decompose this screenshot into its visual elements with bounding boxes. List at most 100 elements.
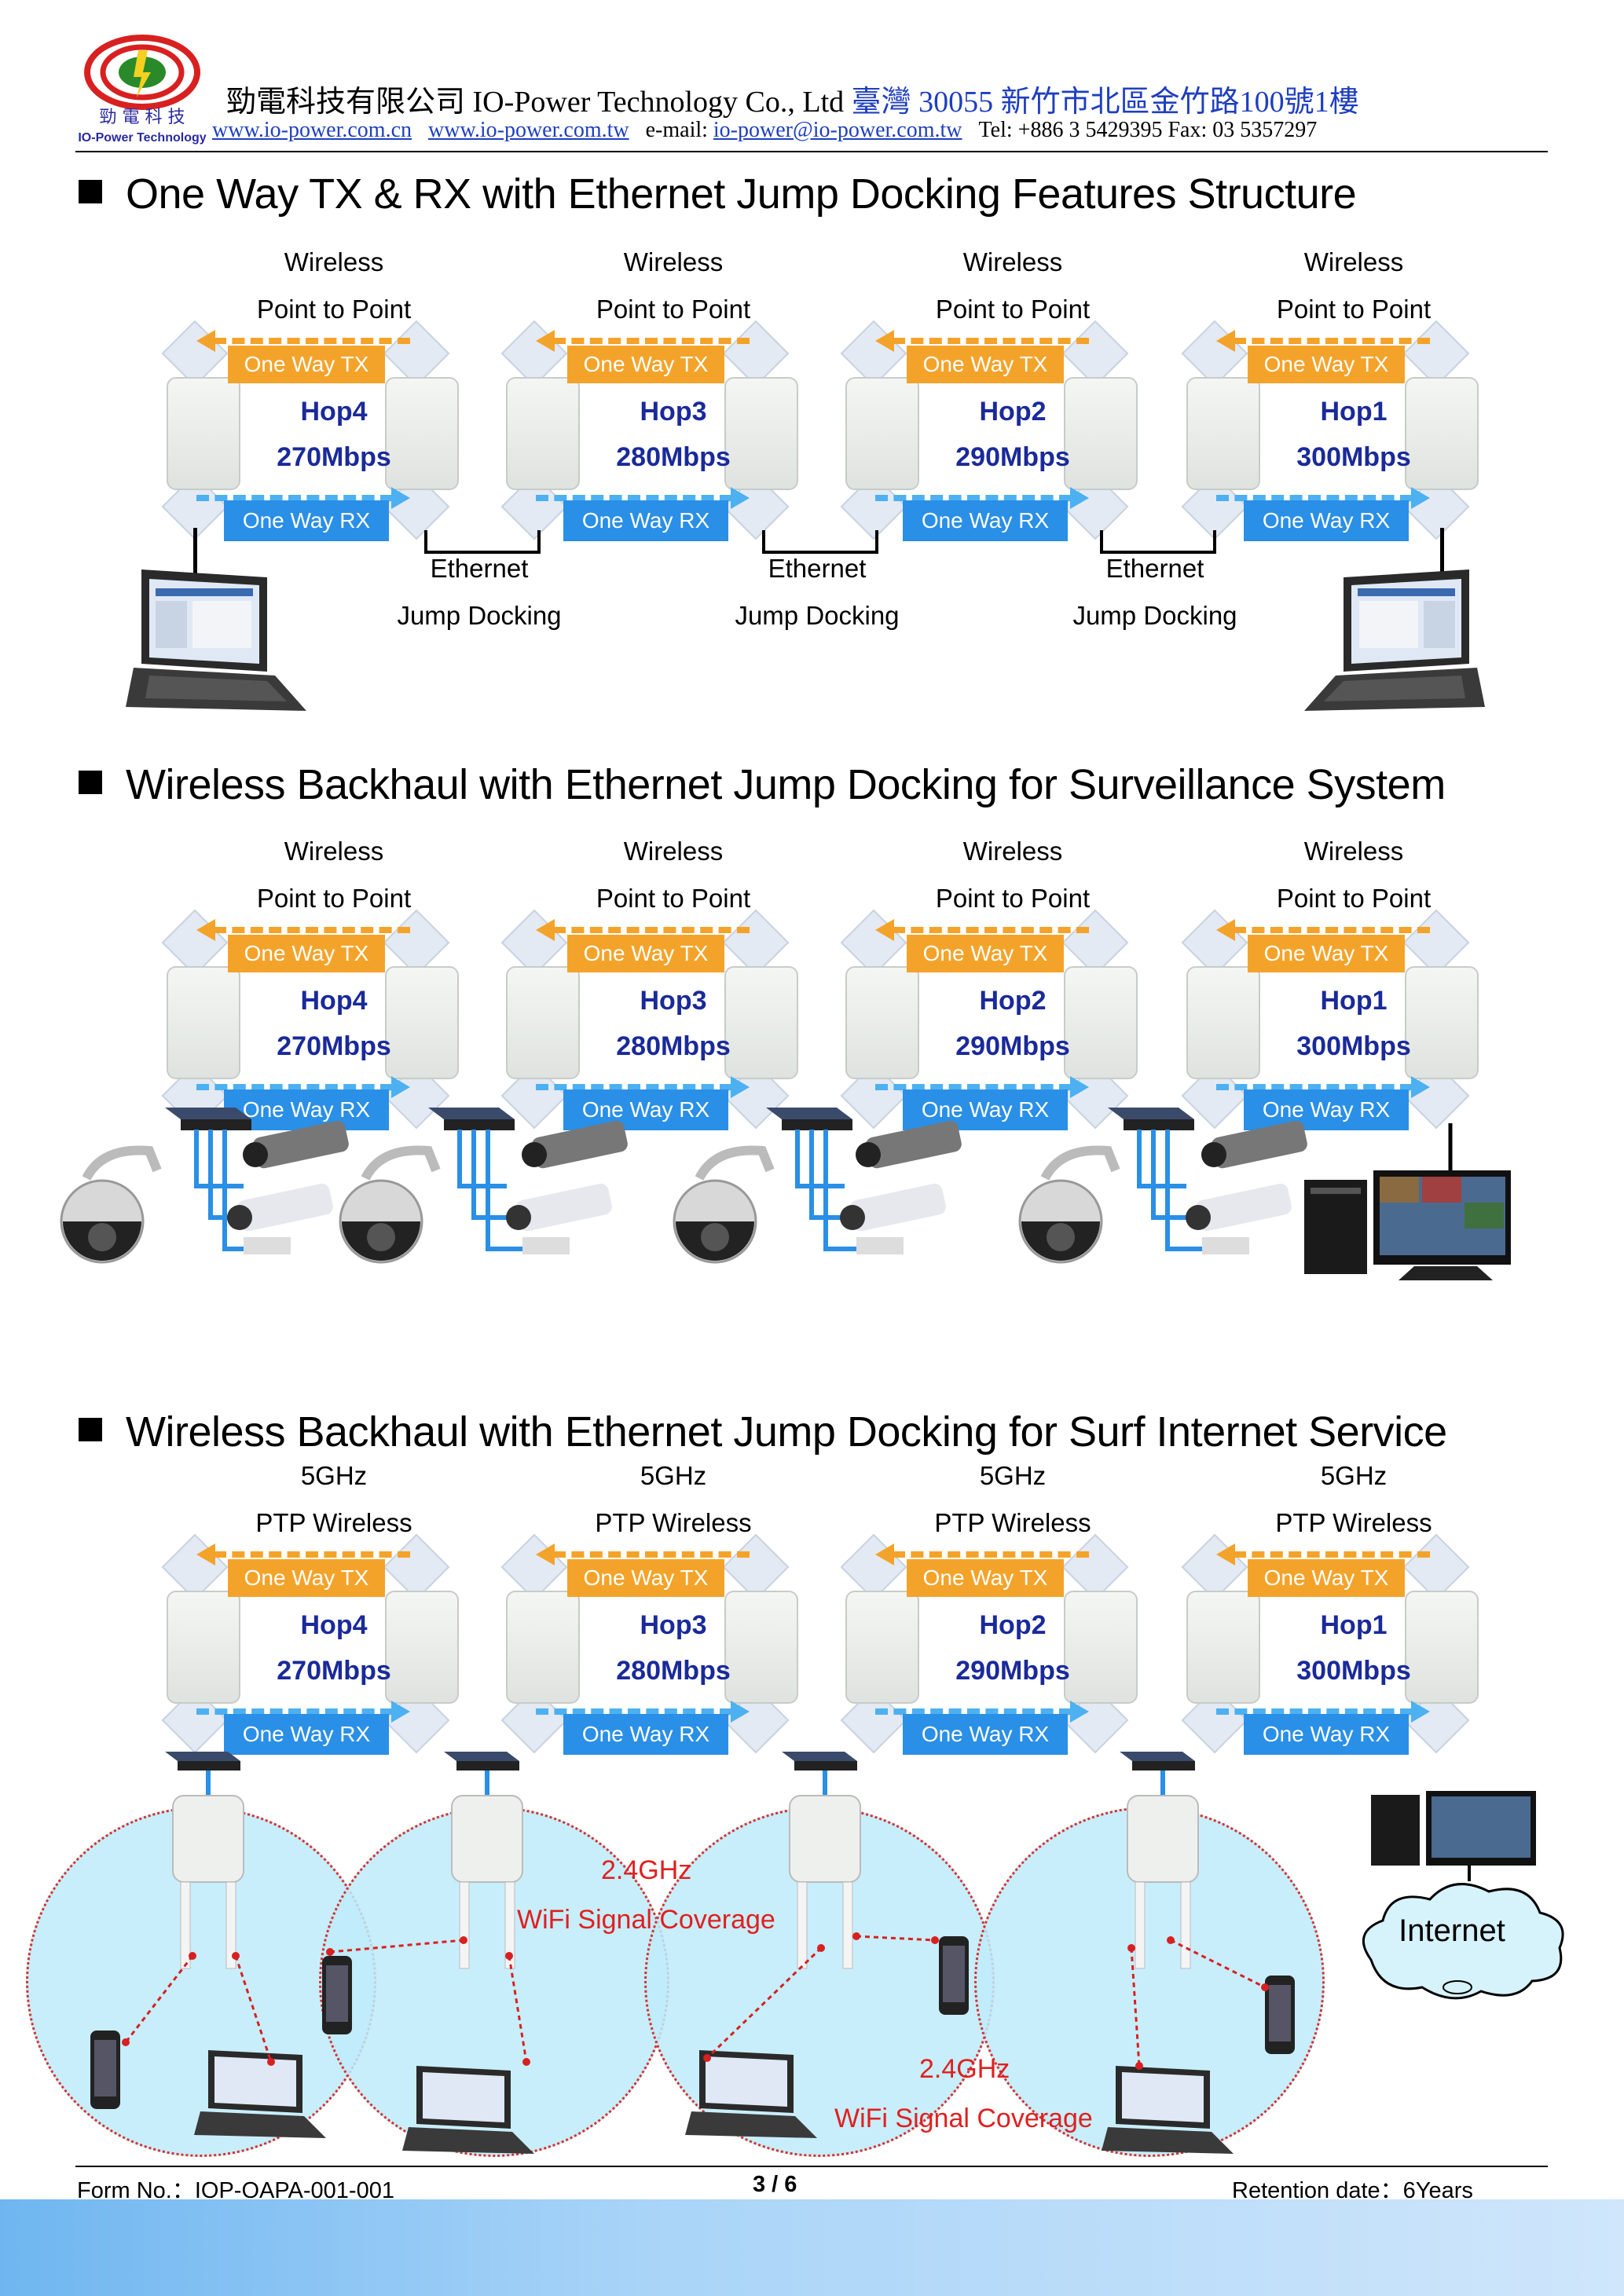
hop-rate: 270Mbps bbox=[277, 1031, 391, 1061]
smartphone-icon bbox=[90, 2031, 120, 2109]
hop-name: Hop3 bbox=[640, 986, 707, 1016]
wifi-frequency-label: 2.4GHz bbox=[601, 1855, 692, 1885]
hop-rate: 280Mbps bbox=[616, 1656, 731, 1686]
tx-arrow-icon bbox=[1216, 330, 1430, 352]
dome-camera-icon bbox=[1018, 1145, 1120, 1264]
outdoor-ap-icon bbox=[1127, 1795, 1199, 1969]
laptop-icon bbox=[1304, 569, 1485, 711]
hop-name: Hop4 bbox=[300, 397, 368, 427]
bullet-square-icon bbox=[79, 180, 102, 203]
ethernet-label: Ethernet bbox=[430, 554, 529, 583]
one-way-tx-label: One Way TX bbox=[567, 346, 724, 383]
tx-arrow-icon bbox=[875, 919, 1089, 941]
access-point-icon bbox=[1064, 377, 1138, 490]
tx-arrow-icon bbox=[536, 919, 750, 941]
company-line: 勁電科技有限公司 IO-Power Technology Co., Ltd 臺灣… bbox=[226, 77, 1359, 120]
bullet-camera-icon bbox=[840, 1183, 946, 1254]
tx-arrow-icon bbox=[875, 330, 1089, 352]
dome-camera-icon bbox=[673, 1145, 775, 1264]
outdoor-ap-icon bbox=[172, 1795, 244, 1969]
bullet-camera-icon bbox=[243, 1120, 349, 1169]
hop-label-line1: Wireless bbox=[1303, 837, 1404, 866]
hop-label-line2: PTP Wireless bbox=[934, 1508, 1091, 1537]
hop-name: Hop1 bbox=[1320, 397, 1388, 427]
bullet-camera-icon bbox=[506, 1183, 612, 1254]
hop-label-line1: 5GHz bbox=[640, 1461, 707, 1490]
hop-label-line2: PTP Wireless bbox=[255, 1508, 412, 1537]
one-way-tx-label: One Way TX bbox=[907, 346, 1064, 383]
one-way-rx-label: One Way RX bbox=[1244, 1714, 1409, 1755]
hop-label-line1: Wireless bbox=[623, 247, 724, 276]
company-logo: 勁 電 科 技 IO-Power Technology bbox=[78, 35, 207, 145]
tx-arrow-icon bbox=[875, 1543, 1089, 1565]
website-tw-link[interactable]: www.io-power.com.tw bbox=[428, 118, 629, 142]
laptop-icon bbox=[402, 2066, 534, 2154]
access-point-icon bbox=[1186, 377, 1260, 490]
rx-arrow-icon bbox=[536, 1076, 750, 1098]
one-way-rx-label: One Way RX bbox=[224, 500, 389, 541]
header-divider bbox=[75, 151, 1548, 152]
hop-name: Hop4 bbox=[300, 986, 368, 1016]
section-3-title: Wireless Backhaul with Ethernet Jump Doc… bbox=[79, 1408, 1447, 1456]
one-way-tx-label: One Way TX bbox=[567, 1559, 724, 1597]
access-point-icon bbox=[1405, 1591, 1479, 1704]
access-point-icon bbox=[506, 377, 580, 490]
hop-rate: 280Mbps bbox=[616, 442, 731, 472]
access-point-icon bbox=[845, 966, 919, 1079]
bullet-square-icon bbox=[79, 1418, 102, 1441]
hop-label-line2: Point to Point bbox=[596, 295, 751, 324]
hop-label-line2: Point to Point bbox=[256, 295, 412, 324]
hop-label-line2: Point to Point bbox=[935, 295, 1091, 324]
outdoor-ap-icon bbox=[789, 1795, 861, 1969]
rx-arrow-icon bbox=[1216, 1701, 1430, 1723]
bullet-camera-icon bbox=[856, 1120, 962, 1169]
hop-name: Hop1 bbox=[1320, 1610, 1388, 1640]
hop-name: Hop3 bbox=[640, 1610, 707, 1640]
one-way-rx-label: One Way RX bbox=[563, 1089, 728, 1130]
outdoor-ap-icon bbox=[451, 1795, 523, 1969]
network-switch-icon bbox=[1108, 1108, 1194, 1130]
laptop-icon bbox=[685, 2050, 817, 2138]
hop-label-line1: 5GHz bbox=[979, 1461, 1047, 1490]
tx-arrow-icon bbox=[196, 1543, 410, 1565]
one-way-rx-label: One Way RX bbox=[1244, 1089, 1409, 1130]
tx-arrow-icon bbox=[1216, 919, 1430, 941]
wifi-coverage-label: WiFi Signal Coverage bbox=[517, 1905, 775, 1935]
coverage-equipment bbox=[90, 1752, 1564, 2154]
website-cn-link[interactable]: www.io-power.com.cn bbox=[212, 118, 412, 142]
one-way-rx-label: One Way RX bbox=[1244, 500, 1409, 541]
one-way-tx-label: One Way TX bbox=[567, 935, 724, 972]
bullet-camera-icon bbox=[227, 1183, 333, 1254]
network-switch-icon bbox=[1120, 1752, 1195, 1771]
section-2-title: Wireless Backhaul with Ethernet Jump Doc… bbox=[79, 760, 1446, 809]
hop-label-line2: Point to Point bbox=[1276, 295, 1432, 324]
access-point-icon bbox=[845, 1591, 919, 1704]
access-point-icon bbox=[1405, 966, 1479, 1079]
one-way-tx-label: One Way TX bbox=[228, 1559, 385, 1597]
hop-rate: 290Mbps bbox=[955, 1656, 1070, 1686]
network-switch-icon bbox=[165, 1752, 240, 1771]
rx-arrow-icon bbox=[196, 487, 410, 509]
one-way-tx-label: One Way TX bbox=[1248, 346, 1405, 383]
hop-label-line1: Wireless bbox=[1303, 247, 1404, 276]
tx-arrow-icon bbox=[1216, 1543, 1430, 1565]
hop-rate: 290Mbps bbox=[955, 442, 1070, 472]
retention-date: Retention date：6Years bbox=[1232, 2178, 1473, 2203]
hop-rate: 290Mbps bbox=[955, 1031, 1070, 1061]
ethernet-label: Ethernet bbox=[768, 554, 867, 583]
hop-rate: 300Mbps bbox=[1296, 1031, 1411, 1061]
monitoring-station-icon bbox=[1371, 1791, 1536, 1881]
hop-rate: 300Mbps bbox=[1296, 442, 1411, 472]
tx-arrow-icon bbox=[196, 919, 410, 941]
email-link[interactable]: io-power@io-power.com.tw bbox=[713, 118, 962, 142]
hop-label-line2: Point to Point bbox=[256, 884, 412, 913]
laptop-icon bbox=[1102, 2066, 1234, 2154]
hop-label-line1: Wireless bbox=[623, 837, 724, 866]
access-point-icon bbox=[724, 1591, 798, 1704]
jump-docking-label: Jump Docking bbox=[397, 601, 562, 630]
one-way-tx-label: One Way TX bbox=[1248, 935, 1405, 972]
